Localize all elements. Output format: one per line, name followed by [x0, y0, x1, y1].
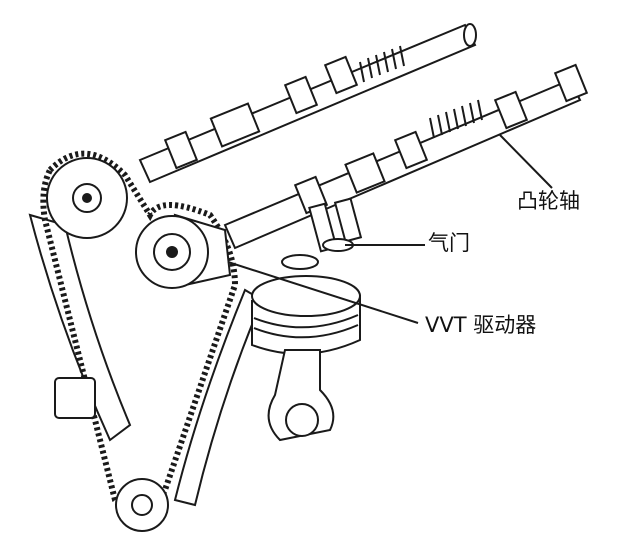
vvt-actuator-label: VVT 驱动器	[425, 313, 537, 337]
piston	[251, 275, 361, 355]
camshaft-leader-line	[499, 134, 553, 189]
vvt-sprocket	[135, 213, 232, 289]
camshaft-label: 凸轮轴	[517, 189, 580, 213]
intake-sprocket	[46, 157, 128, 239]
crank-sprocket	[115, 478, 169, 532]
timing-chain	[40, 150, 239, 519]
valve-label: 气门	[428, 231, 470, 255]
chain-tensioner	[54, 377, 96, 419]
upper-camshaft	[138, 23, 477, 184]
chain-guide-right	[173, 288, 264, 507]
vvt-leader-line	[227, 261, 419, 324]
lower-camshaft	[223, 63, 589, 250]
connecting-rod	[267, 349, 335, 442]
valves	[281, 197, 363, 270]
